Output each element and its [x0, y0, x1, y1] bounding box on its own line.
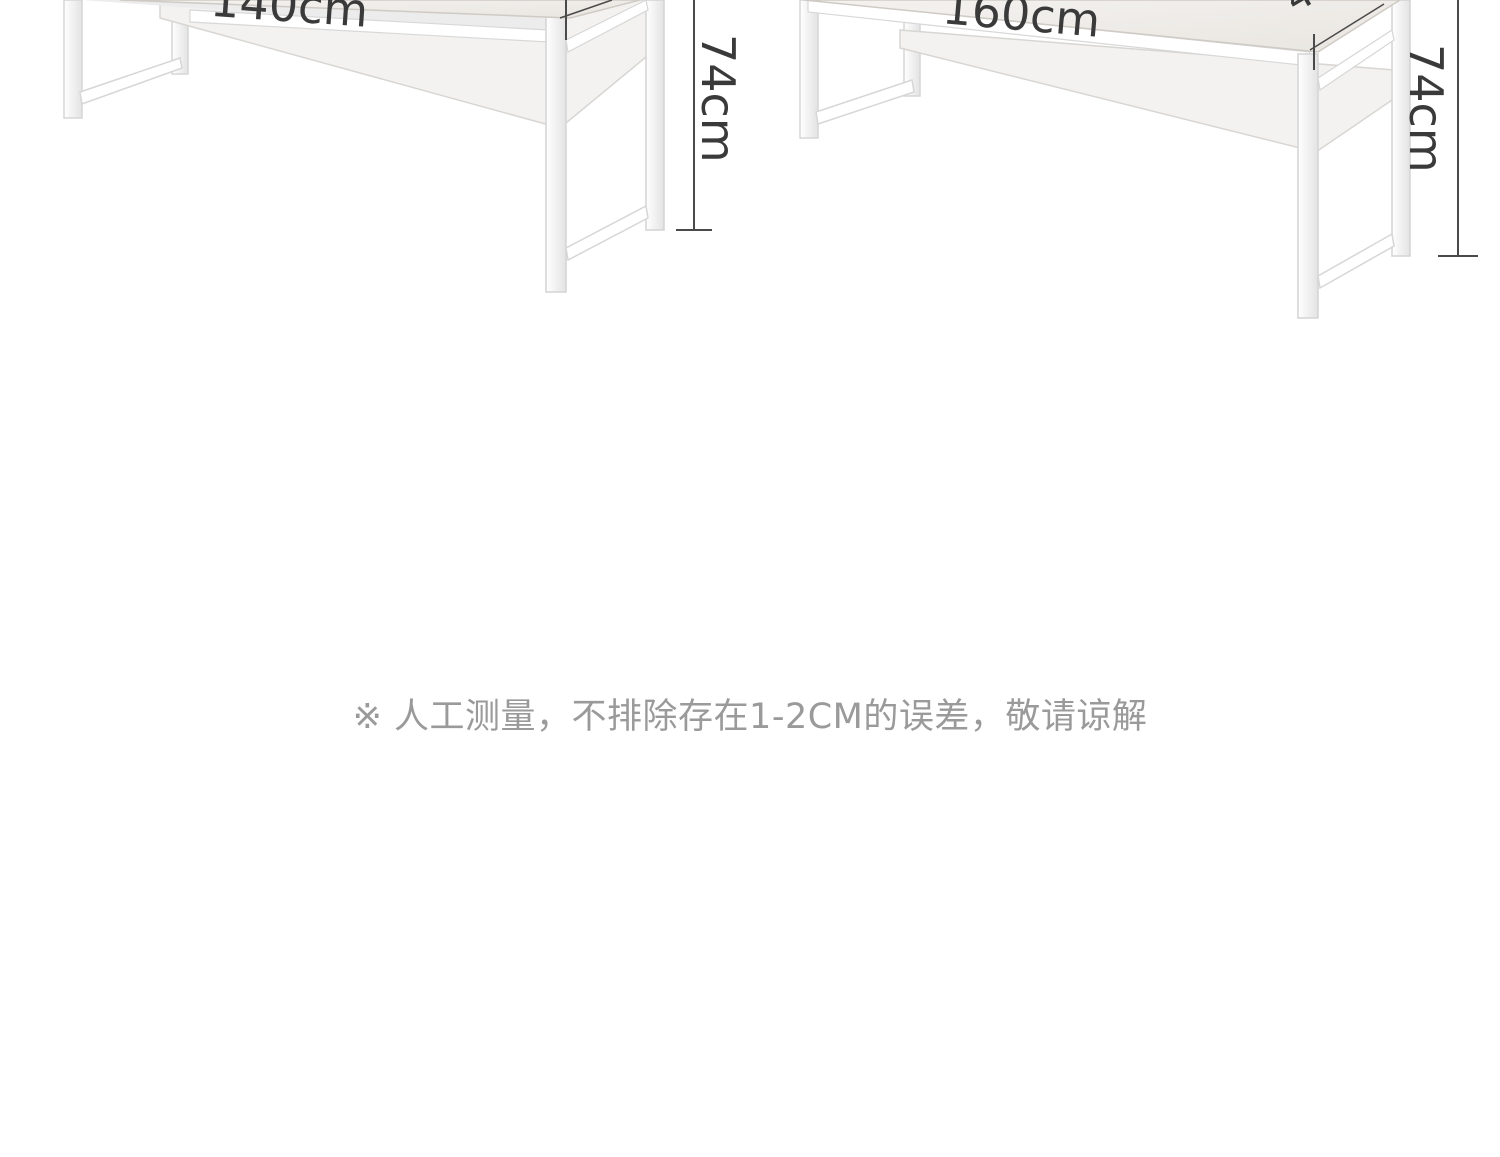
left-table-tabletop [119, 0, 641, 19]
right-table-front-right-leg [1297, 53, 1319, 319]
right-table-height-label: 74cm [1399, 44, 1453, 173]
right-table-side-bracket [1317, 29, 1395, 92]
right-table-right-foot-bar [1317, 232, 1395, 290]
left-table-front-right-leg [545, 13, 567, 293]
left-table [63, 0, 712, 293]
table-dimension-illustration: 140cm 74cm [63, 0, 1478, 319]
left-table-back-right-leg [645, 0, 665, 231]
right-table-left-foot-bar [815, 79, 915, 125]
left-table-left-foot-bar [79, 57, 183, 106]
right-table-tabletop [803, 0, 1402, 53]
right-table-back-right-leg [1391, 0, 1411, 257]
measurement-disclaimer: ※ 人工测量，不排除存在1-2CM的误差，敬请谅解 [352, 697, 1148, 737]
right-table-depth-line [1309, 3, 1385, 51]
right-table-front-left-leg [799, 0, 819, 139]
left-table-front-left-leg [63, 0, 83, 119]
left-table-depth-line [559, 0, 613, 19]
left-table-height-label: 74cm [691, 34, 745, 163]
right-table [799, 0, 1478, 319]
left-table-right-foot-bar [565, 204, 649, 262]
left-table-side-bracket [565, 0, 649, 53]
